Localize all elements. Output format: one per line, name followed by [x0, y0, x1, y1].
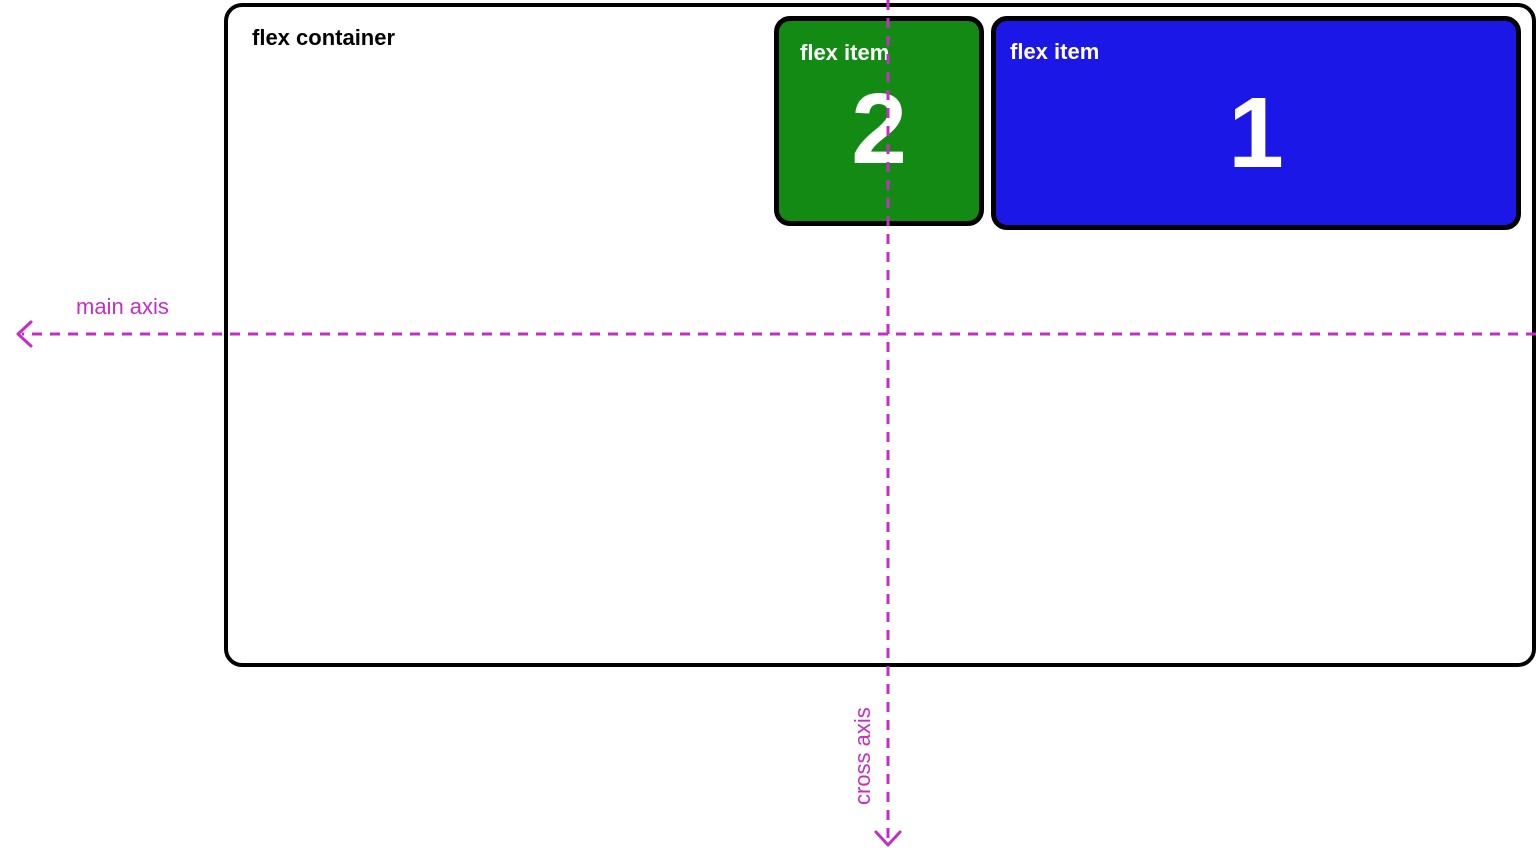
- flex-item-2-label: flex item: [800, 40, 890, 65]
- main-axis-arrowhead: [16, 320, 33, 348]
- flex-item-1: flex item 1: [991, 16, 1521, 230]
- flex-item-2-number: 2: [851, 73, 907, 185]
- main-axis-label: main axis: [76, 294, 169, 319]
- flex-item-1-label: flex item: [1010, 39, 1100, 64]
- cross-axis-arrowhead: [874, 830, 902, 847]
- flex-container-label: flex container: [252, 25, 396, 50]
- cross-axis-label: cross axis: [850, 707, 875, 805]
- flex-item-1-number: 1: [1228, 77, 1284, 189]
- flex-item-2: flex item 2: [774, 16, 984, 226]
